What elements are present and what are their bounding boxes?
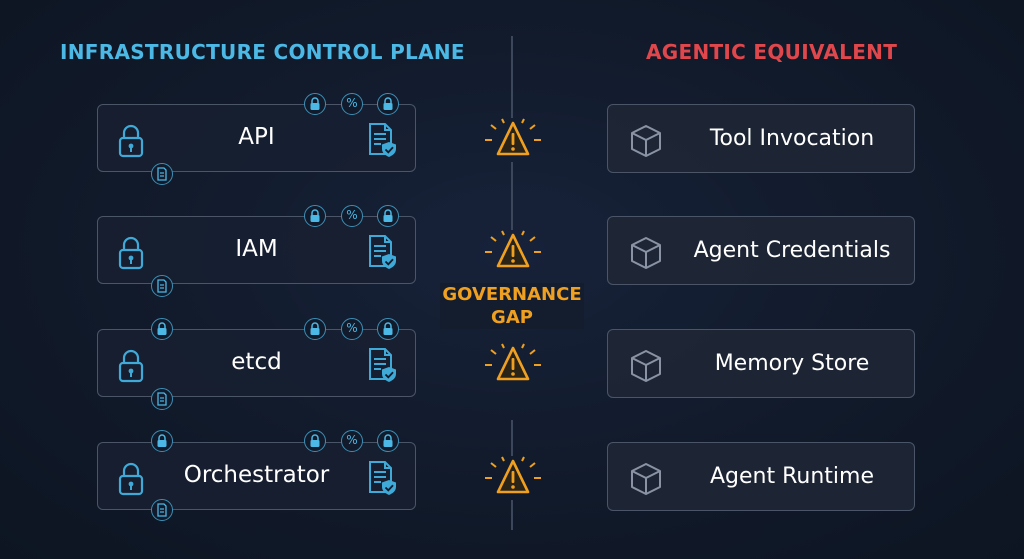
lock-icon (118, 462, 144, 496)
percent-badge: % (341, 205, 363, 227)
warning-icon (485, 343, 541, 381)
agent-box-tool-invocation: Tool Invocation (607, 104, 915, 173)
agent-box-memory-store: Memory Store (607, 329, 915, 398)
document-badge (151, 275, 173, 297)
lock-badge (304, 318, 326, 340)
center-divider (511, 36, 513, 118)
lock-badge (304, 430, 326, 452)
percent-badge: % (341, 93, 363, 115)
lock-badge (377, 318, 399, 340)
agentic-heading: AGENTIC EQUIVALENT (646, 40, 898, 64)
lock-badge (151, 318, 173, 340)
gap-label-line1: GOVERNANCE (442, 284, 582, 305)
infrastructure-heading: INFRASTRUCTURE CONTROL PLANE (60, 40, 465, 64)
document-badge (151, 499, 173, 521)
lock-icon (118, 236, 144, 270)
governance-gap-label: GOVERNANCE GAP (440, 283, 584, 329)
lock-icon (118, 124, 144, 158)
agent-label: Tool Invocation (709, 126, 875, 151)
agent-label: Agent Runtime (709, 464, 874, 489)
lock-badge (377, 430, 399, 452)
cube-icon (631, 350, 661, 382)
infra-label: etcd (231, 349, 282, 375)
warning-icon (485, 118, 541, 156)
agent-box-agent-credentials: Agent Credentials (607, 216, 915, 285)
infra-label: API (238, 124, 275, 150)
shield-document-icon (369, 123, 396, 157)
shield-document-icon (369, 348, 396, 382)
cube-icon (631, 237, 661, 269)
lock-badge (377, 205, 399, 227)
center-divider (511, 162, 513, 230)
lock-badge (304, 93, 326, 115)
lock-badge (377, 93, 399, 115)
shield-document-icon (369, 235, 396, 269)
center-divider (511, 420, 513, 456)
shield-document-icon (369, 461, 396, 495)
infra-box-orchestrator: Orchestrator (97, 442, 416, 510)
percent-badge: % (341, 430, 363, 452)
lock-badge (151, 430, 173, 452)
warning-icon (485, 230, 541, 268)
document-badge (151, 163, 173, 185)
gap-label-line2: GAP (491, 307, 533, 328)
agent-box-agent-runtime: Agent Runtime (607, 442, 915, 511)
cube-icon (631, 463, 661, 495)
document-badge (151, 388, 173, 410)
infra-box-etcd: etcd (97, 329, 416, 397)
lock-icon (118, 349, 144, 383)
center-divider (511, 500, 513, 530)
infra-box-api: API (97, 104, 416, 172)
percent-badge: % (341, 318, 363, 340)
infra-box-iam: IAM (97, 216, 416, 284)
infra-label: Orchestrator (183, 462, 330, 488)
cube-icon (631, 125, 661, 157)
infra-label: IAM (235, 236, 278, 262)
agent-label: Agent Credentials (693, 238, 891, 263)
lock-badge (304, 205, 326, 227)
warning-icon (485, 456, 541, 494)
agent-label: Memory Store (714, 351, 870, 376)
